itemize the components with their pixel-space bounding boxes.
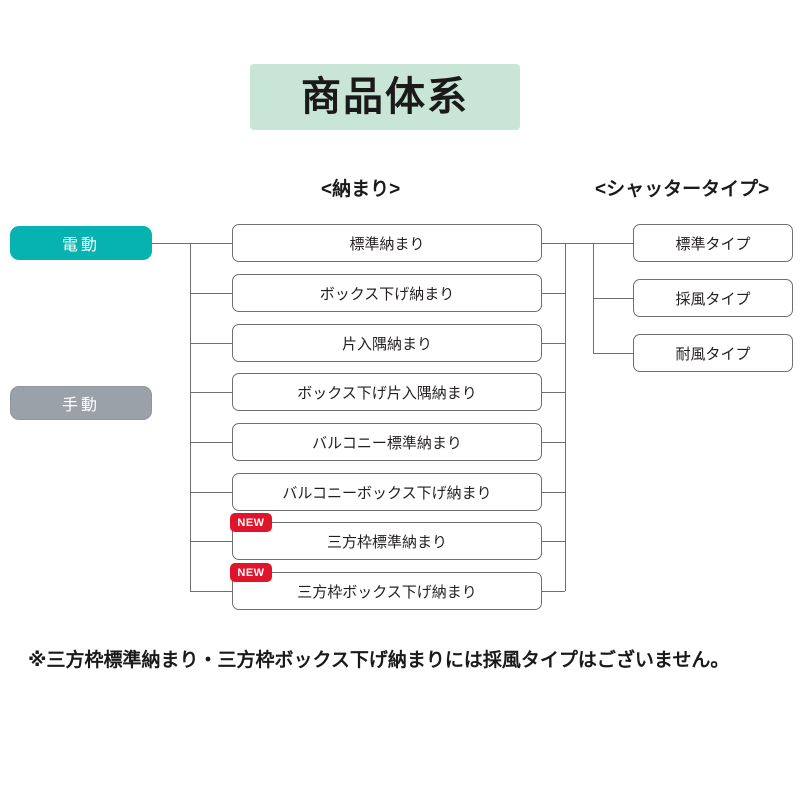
- connector-left-branch-8: [190, 591, 232, 592]
- naimari-node-7[interactable]: 三方枠標準納まり: [232, 522, 542, 560]
- connector-left-branch-3: [190, 343, 232, 344]
- naimari-node-5[interactable]: バルコニー標準納まり: [232, 423, 542, 461]
- connector-left-branch-2: [190, 293, 232, 294]
- connector-right-bridge: [565, 243, 593, 244]
- shutter-type-node-2-label: 採風タイプ: [675, 290, 751, 308]
- naimari-node-2-label: ボックス下げ納まり: [319, 285, 455, 303]
- connector-shutter-branch-1: [593, 243, 633, 244]
- naimari-node-8[interactable]: 三方枠ボックス下げ納まり: [232, 572, 542, 610]
- column-header-shutter-type: <シャッタータイプ>: [595, 179, 770, 200]
- connector-right-stub-1: [542, 243, 565, 244]
- naimari-node-6-label: バルコニーボックス下げ納まり: [282, 484, 492, 502]
- connector-left-branch-1: [190, 243, 232, 244]
- connector-right-stub-8: [542, 591, 565, 592]
- naimari-node-6[interactable]: バルコニーボックス下げ納まり: [232, 473, 542, 511]
- connector-left-branch-4: [190, 392, 232, 393]
- shutter-type-node-3-label: 耐風タイプ: [675, 345, 751, 363]
- page-title: 商品体系: [301, 75, 469, 119]
- naimari-node-4-label: ボックス下げ片入隅納まり: [297, 384, 477, 402]
- naimari-node-8-label: 三方枠ボックス下げ納まり: [297, 583, 477, 601]
- connector-left-branch-7: [190, 541, 232, 542]
- naimari-node-1[interactable]: 標準納まり: [232, 224, 542, 262]
- connector-left-branch-6: [190, 492, 232, 493]
- naimari-node-7-label: 三方枠標準納まり: [326, 533, 447, 551]
- mode-pill-electric-label: 電動: [61, 237, 100, 254]
- connector-electric-stub: [152, 243, 190, 244]
- connector-left-trunk: [190, 243, 191, 591]
- shutter-type-node-1-label: 標準タイプ: [675, 235, 751, 253]
- mode-pill-electric[interactable]: 電動: [10, 226, 152, 260]
- connector-right-stub-4: [542, 392, 565, 393]
- connector-right-stub-5: [542, 442, 565, 443]
- naimari-node-2[interactable]: ボックス下げ納まり: [232, 274, 542, 312]
- naimari-node-1-label: 標準納まり: [349, 235, 425, 253]
- connector-shutter-branch-2: [593, 298, 633, 299]
- shutter-type-node-3[interactable]: 耐風タイプ: [633, 334, 793, 372]
- naimari-node-3-label: 片入隅納まり: [341, 335, 432, 353]
- shutter-type-node-1[interactable]: 標準タイプ: [633, 224, 793, 262]
- naimari-node-3[interactable]: 片入隅納まり: [232, 324, 542, 362]
- new-badge-naimari-7: NEW: [230, 513, 272, 532]
- column-header-naimari: <納まり>: [321, 179, 401, 200]
- page-title-chip: 商品体系: [250, 64, 520, 130]
- connector-right-stub-2: [542, 293, 565, 294]
- connector-right-stub-7: [542, 541, 565, 542]
- footnote: ※三方枠標準納まり・三方枠ボックス下げ納まりには採風タイプはございません。: [28, 650, 730, 671]
- mode-pill-manual-label: 手動: [61, 397, 100, 414]
- connector-right-stub-3: [542, 343, 565, 344]
- new-badge-naimari-7-label: NEW: [237, 516, 265, 529]
- shutter-type-node-2[interactable]: 採風タイプ: [633, 279, 793, 317]
- new-badge-naimari-8: NEW: [230, 563, 272, 582]
- connector-right-collector: [565, 243, 566, 591]
- new-badge-naimari-8-label: NEW: [237, 566, 265, 579]
- connector-right-stub-6: [542, 492, 565, 493]
- connector-shutter-branch-3: [593, 353, 633, 354]
- naimari-node-4[interactable]: ボックス下げ片入隅納まり: [232, 373, 542, 411]
- naimari-node-5-label: バルコニー標準納まり: [312, 434, 462, 452]
- mode-pill-manual[interactable]: 手動: [10, 386, 152, 420]
- connector-left-branch-5: [190, 442, 232, 443]
